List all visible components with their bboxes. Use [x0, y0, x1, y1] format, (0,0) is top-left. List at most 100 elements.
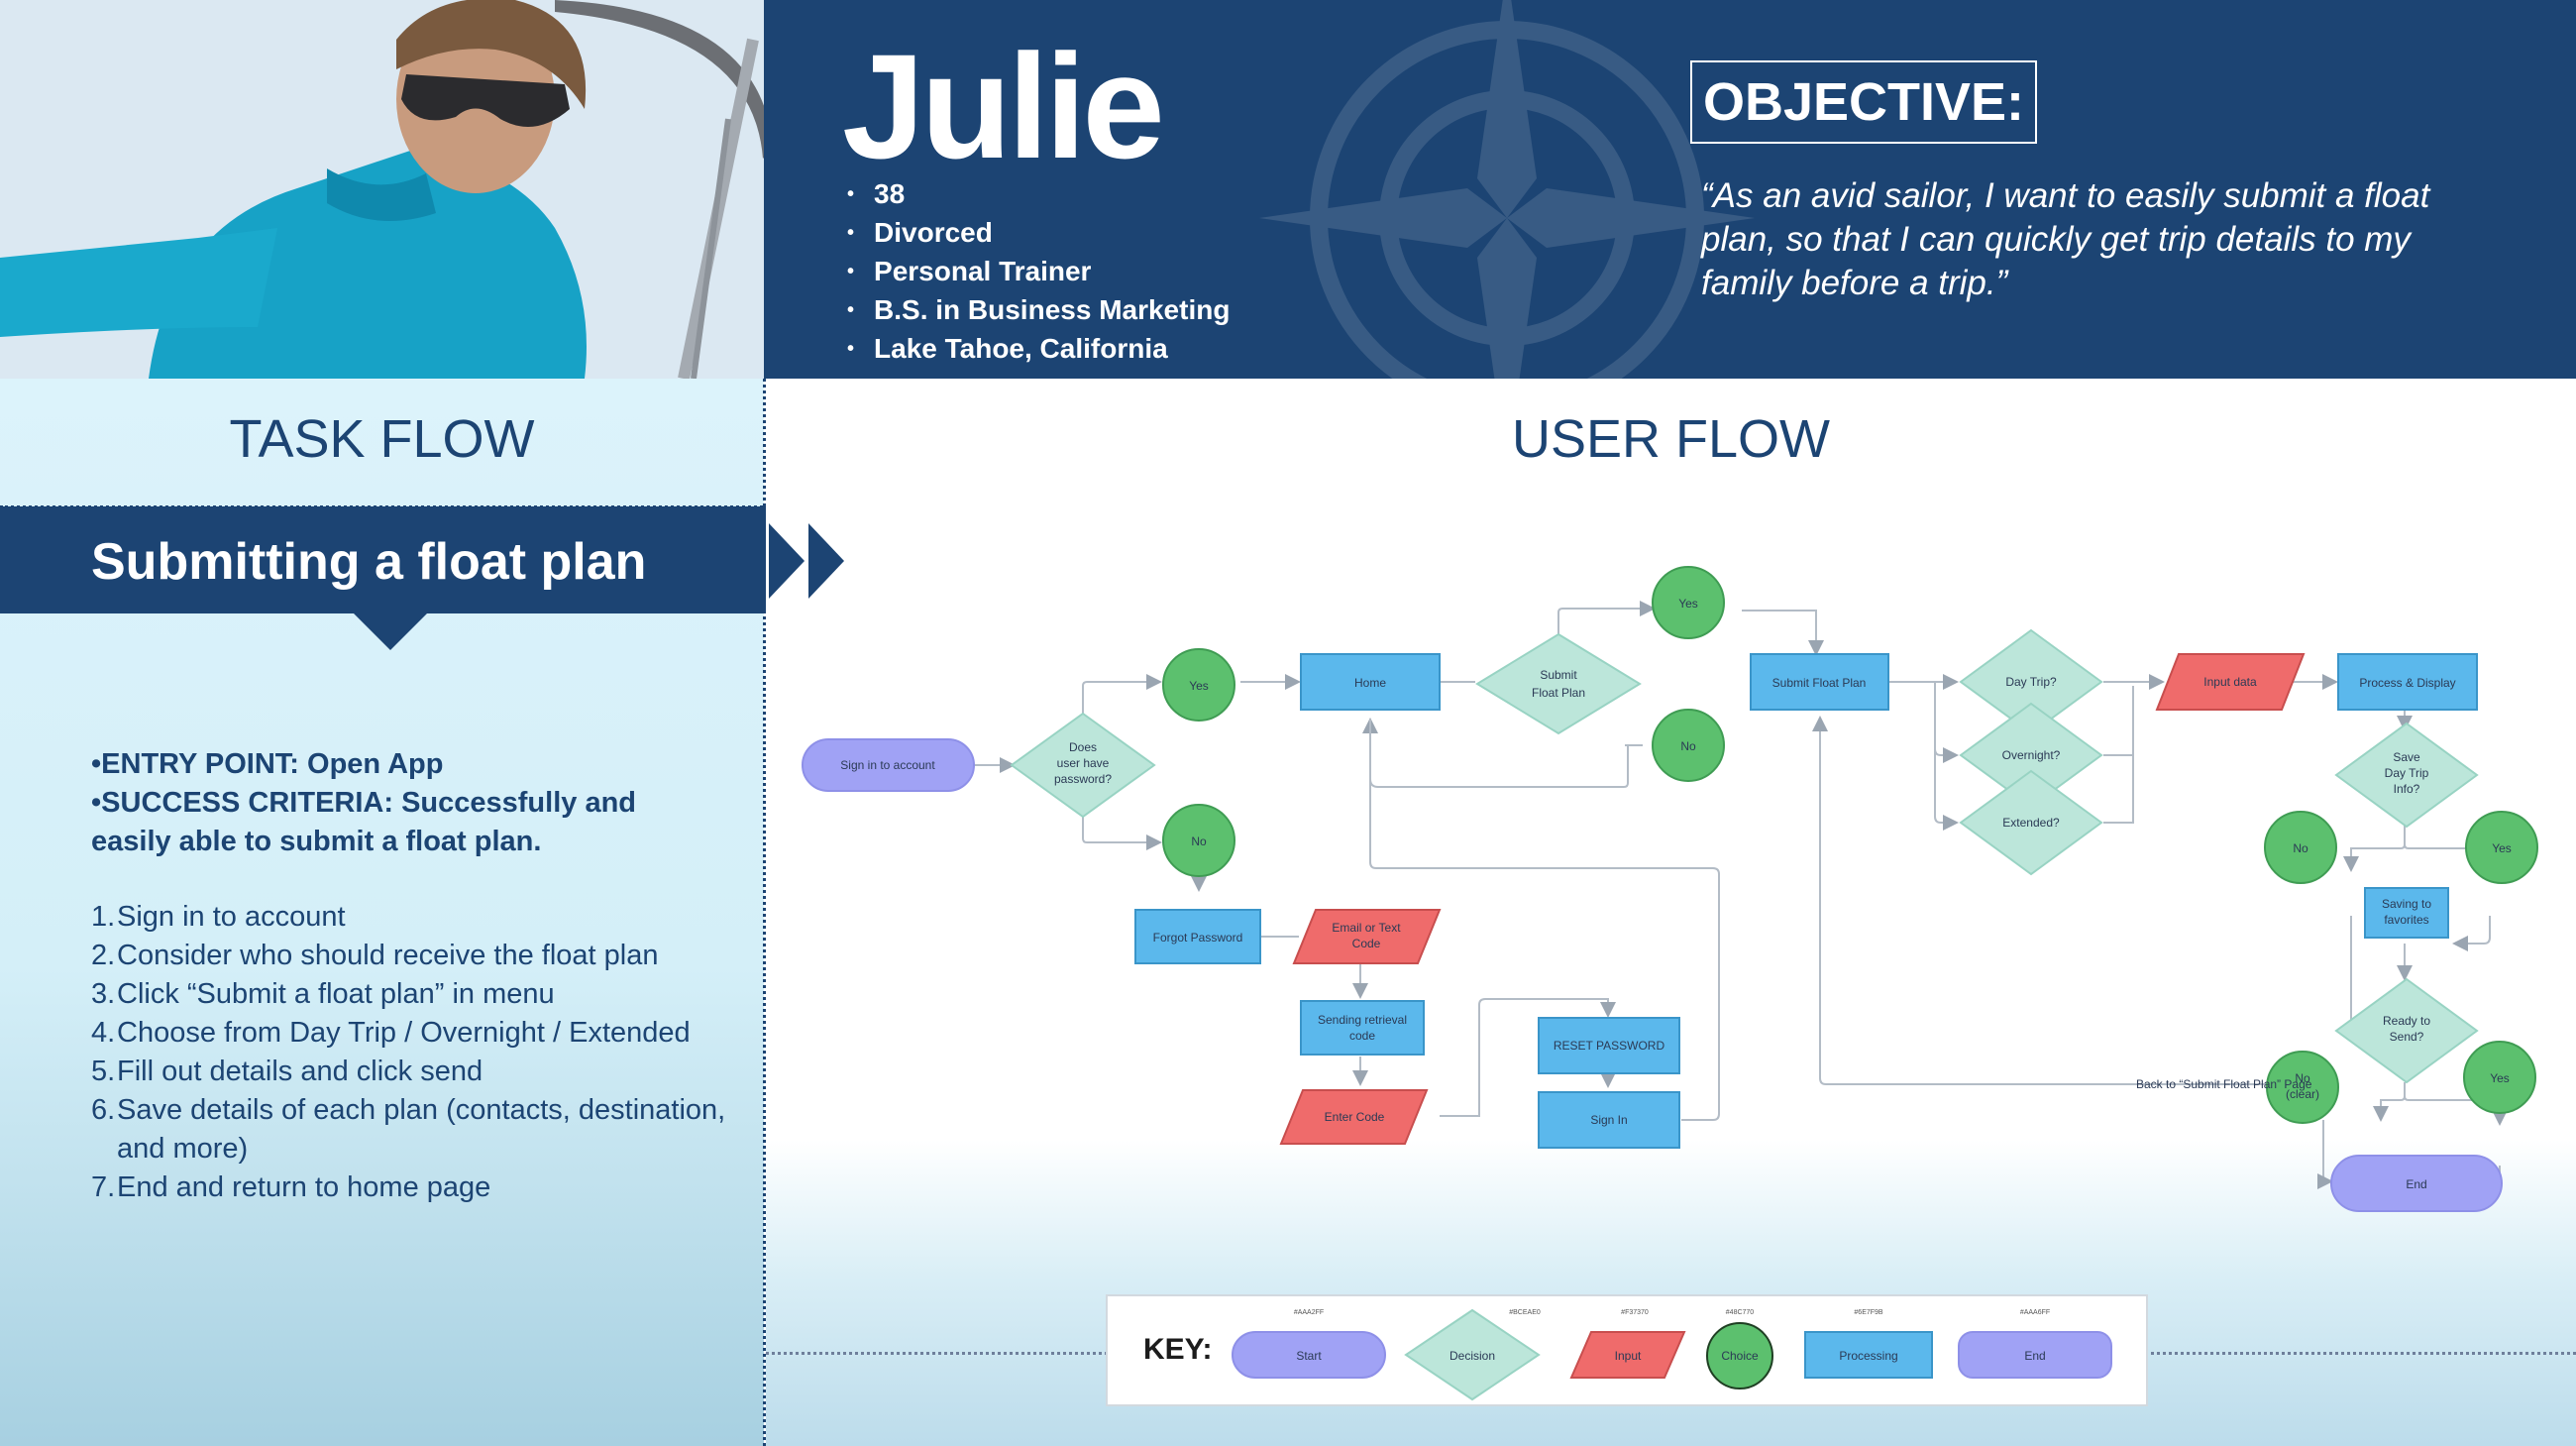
choice-yes-submit: Yes — [1652, 566, 1725, 639]
svg-text:End: End — [2024, 1349, 2045, 1363]
legend-processing: #6E7F9B Processing — [1804, 1309, 1933, 1379]
fact-education: B.S. in Business Marketing — [847, 292, 1230, 331]
svg-text:Process & Display: Process & Display — [2359, 676, 2455, 690]
sailor-photo-illustration — [0, 0, 764, 379]
task-step: 6.Save details of each plan (contacts, d… — [91, 1094, 726, 1165]
back-to-submit-label: Back to “Submit Float Plan” Page — [2136, 1077, 2312, 1091]
svg-text:#AAA2FF: #AAA2FF — [1294, 1309, 1324, 1316]
node-save-info: Save Day Trip Info? — [2334, 722, 2479, 829]
legend-decision: #BCEAE0 Decision — [1404, 1308, 1541, 1401]
fact-location: Lake Tahoe, California — [847, 331, 1230, 370]
svg-text:#BCEAE0: #BCEAE0 — [1509, 1309, 1541, 1316]
task-banner — [0, 506, 766, 613]
node-home: Home — [1300, 653, 1441, 711]
node-sending-code: Sending retrieval code — [1300, 1000, 1425, 1056]
task-criteria: •ENTRY POINT: Open App •SUCCESS CRITERIA… — [91, 745, 705, 861]
svg-text:Submit: Submit — [1540, 668, 1577, 682]
svg-text:#6E7F9B: #6E7F9B — [1854, 1309, 1883, 1316]
svg-text:Choice: Choice — [1721, 1349, 1759, 1363]
svg-text:user have: user have — [1057, 756, 1110, 770]
svg-text:No: No — [2293, 841, 2308, 855]
node-end: End — [2330, 1155, 2503, 1212]
svg-text:Forgot Password: Forgot Password — [1153, 931, 1243, 945]
task-banner-title: Submitting a float plan — [91, 533, 647, 591]
svg-text:Processing: Processing — [1839, 1349, 1897, 1363]
svg-text:Start: Start — [1296, 1349, 1322, 1363]
task-step: 5.Fill out details and click send — [91, 1056, 483, 1087]
node-sign-in: Sign in to account — [802, 738, 975, 792]
svg-text:RESET PASSWORD: RESET PASSWORD — [1554, 1039, 1665, 1053]
fact-job: Personal Trainer — [847, 254, 1230, 292]
svg-text:Sending retrieval: Sending retrieval — [1318, 1013, 1407, 1027]
legend-items: #AAA2FF Start #BCEAE0 Decision #F37370 I… — [1232, 1308, 2112, 1401]
persona-photo — [0, 0, 764, 379]
svg-text:No: No — [1680, 739, 1696, 753]
task-step: 1.Sign in to account — [91, 901, 346, 933]
task-flow-heading: TASK FLOW — [229, 409, 535, 469]
choice-yes-send: Yes — [2463, 1041, 2536, 1114]
node-overnight: Overnight? — [1959, 702, 2103, 809]
svg-text:#48C770: #48C770 — [1726, 1309, 1755, 1316]
banner-pointer — [353, 612, 428, 650]
legend-key-label: KEY: — [1143, 1333, 1213, 1366]
fact-status: Divorced — [847, 215, 1230, 254]
node-reset-password: RESET PASSWORD — [1538, 1017, 1680, 1074]
node-has-password: Does user have password? — [1010, 712, 1156, 819]
fact-age: 38 — [847, 176, 1230, 215]
svg-text:(clear): (clear) — [2286, 1087, 2319, 1101]
task-step: 2.Consider who should receive the float … — [91, 940, 659, 971]
choice-no-password: No — [1162, 804, 1235, 877]
choice-no-submit: No — [1652, 709, 1725, 782]
node-sign-in-2: Sign In — [1538, 1091, 1680, 1149]
node-submit-decision: Submit Float Plan — [1475, 632, 1642, 735]
svg-text:Extended?: Extended? — [2002, 816, 2060, 830]
svg-text:Send?: Send? — [2390, 1030, 2424, 1044]
svg-text:No: No — [1191, 834, 1207, 848]
svg-text:Input: Input — [1615, 1349, 1642, 1363]
svg-text:Sign In: Sign In — [1590, 1113, 1627, 1127]
svg-text:Input data: Input data — [2203, 675, 2257, 689]
task-step: 4.Choose from Day Trip / Overnight / Ext… — [91, 1017, 691, 1049]
divider-vertical — [763, 379, 766, 1446]
legend-end: #AAA6FF End — [1958, 1309, 2112, 1379]
objective-heading: OBJECTIVE: — [1690, 60, 2037, 144]
node-day-trip: Day Trip? — [1959, 628, 2103, 735]
entry-point: •ENTRY POINT: Open App — [91, 748, 444, 780]
legend-input: #F37370 Input — [1569, 1309, 1686, 1379]
persona-facts: 38 Divorced Personal Trainer B.S. in Bus… — [847, 176, 1230, 370]
svg-text:Info?: Info? — [2394, 782, 2420, 796]
svg-text:No: No — [2295, 1071, 2310, 1085]
svg-text:#AAA6FF: #AAA6FF — [2020, 1309, 2050, 1316]
node-forgot-password: Forgot Password — [1134, 909, 1261, 964]
svg-text:code: code — [1349, 1029, 1375, 1043]
svg-text:Yes: Yes — [2490, 1071, 2510, 1085]
node-saving-favorites: Saving to favorites — [2364, 887, 2449, 939]
svg-text:Yes: Yes — [1189, 679, 1209, 693]
task-step: 7.End and return to home page — [91, 1171, 491, 1203]
svg-text:Home: Home — [1354, 676, 1386, 690]
choice-yes-password: Yes — [1162, 648, 1235, 722]
user-flow-heading: USER FLOW — [1511, 409, 1831, 469]
svg-text:#F37370: #F37370 — [1621, 1309, 1649, 1316]
task-steps: 1.Sign in to account 2.Consider who shou… — [91, 898, 765, 1207]
node-extended: Extended? — [1959, 769, 2103, 876]
double-chevron-icon — [769, 523, 844, 599]
svg-text:Sign in to account: Sign in to account — [840, 758, 935, 772]
svg-text:Overnight?: Overnight? — [2002, 748, 2061, 762]
legend-start: #AAA2FF Start — [1232, 1309, 1386, 1379]
objective-quote: “As an avid sailor, I want to easily sub… — [1701, 176, 2430, 302]
success-criteria: •SUCCESS CRITERIA: Successfully and easi… — [91, 787, 636, 857]
svg-text:Decision: Decision — [1449, 1349, 1495, 1363]
choice-no-clear: No (clear) — [2266, 1051, 2339, 1124]
user-flow-diagram: Sign in to account Does user have passwo… — [802, 566, 2538, 1212]
svg-text:Email or Text: Email or Text — [1332, 921, 1401, 935]
node-enter-code: Enter Code — [1279, 1089, 1429, 1145]
svg-text:Save: Save — [2393, 750, 2420, 764]
svg-text:Submit Float Plan: Submit Float Plan — [1772, 676, 1867, 690]
task-step: 3.Click “Submit a float plan” in menu — [91, 978, 555, 1010]
node-email-code: Email or Text Code — [1292, 909, 1442, 964]
node-ready-send: Ready to Send? — [2334, 977, 2479, 1084]
svg-text:Day Trip: Day Trip — [2385, 766, 2429, 780]
svg-text:Yes: Yes — [1678, 597, 1698, 611]
choice-no-save: No — [2264, 811, 2337, 884]
